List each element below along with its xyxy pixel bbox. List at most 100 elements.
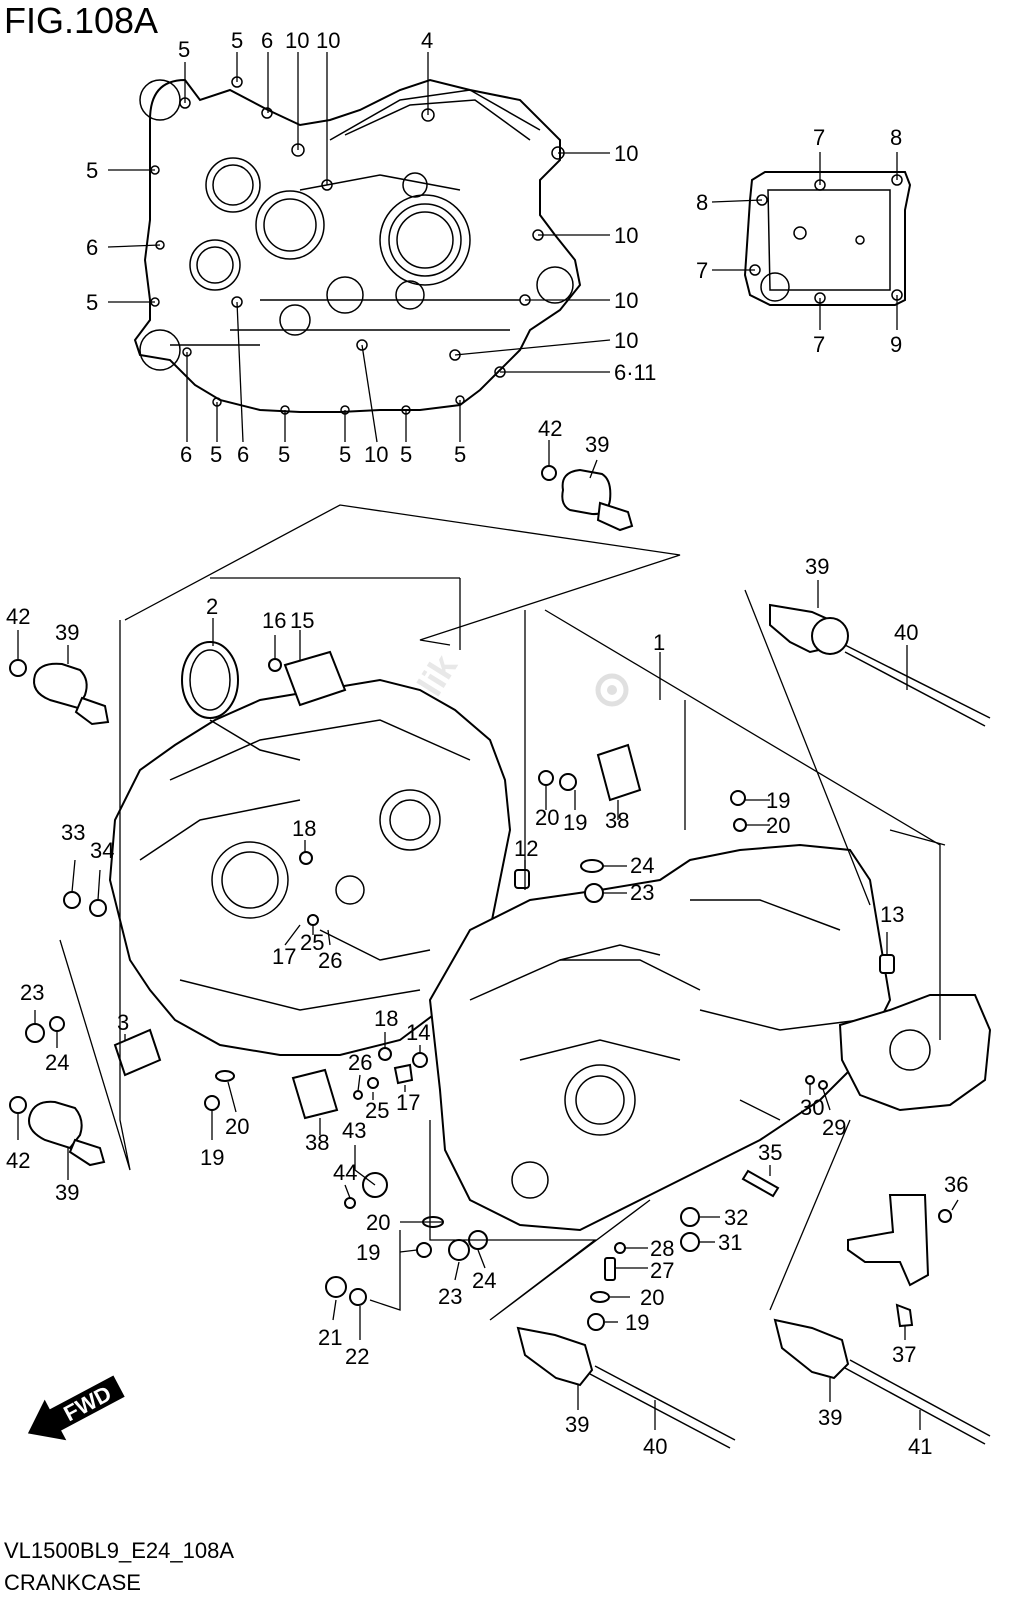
callout: 6 [180,442,192,467]
callout: 43 [342,1118,366,1143]
callout: 42 [6,1148,30,1173]
callout: 8 [696,190,708,215]
callout: 18 [374,1006,398,1031]
callout: 38 [605,808,629,833]
callout: 5 [454,442,466,467]
callout: 41 [908,1434,932,1459]
callout: 23 [20,980,44,1005]
callout: 5 [178,37,190,62]
callout: 13 [880,902,904,927]
callout: 10 [614,223,638,248]
callout: 42 [6,604,30,629]
callout: 26 [318,948,342,973]
callout: 26 [348,1050,372,1075]
callout: 24 [45,1050,69,1075]
callout: 35 [758,1140,782,1165]
callout: 20 [766,813,790,838]
callout: 40 [894,620,918,645]
callout: 7 [696,258,708,283]
callout: 4 [421,28,433,53]
callout: 34 [90,838,114,863]
callout: 6 [237,442,249,467]
callout: 20 [640,1285,664,1310]
callout: 5 [400,442,412,467]
cover-plate-top-right [743,171,912,306]
callout: 5 [278,442,290,467]
callout: 23 [438,1284,462,1309]
callout: 5 [86,158,98,183]
callout: 22 [345,1344,369,1369]
callout: 36 [944,1172,968,1197]
callout: 20 [225,1114,249,1139]
callout: 27 [650,1258,674,1283]
callout: 39 [818,1405,842,1430]
part-mounts [9,465,991,1449]
callout: 39 [585,432,609,457]
callout: 16 [262,608,286,633]
callout: 6·11 [614,360,656,385]
callout: 44 [333,1160,357,1185]
fwd-label: FWD [60,1381,116,1427]
callout: 39 [55,620,79,645]
callout: 42 [538,416,562,441]
callout: 10 [614,288,638,313]
callout: 15 [290,608,314,633]
callout: 37 [892,1342,916,1367]
callout-leaders [17,52,959,1430]
left-crankcase-half [108,678,512,1056]
watermark-gear-icon [595,673,629,707]
callout: 10 [614,141,638,166]
callout: 33 [61,820,85,845]
callout: 25 [365,1098,389,1123]
callout: 23 [630,880,654,905]
model-code: VL1500BL9_E24_108A [4,1538,234,1563]
callout: 6 [261,28,273,53]
callout: 2 [206,594,218,619]
callout: 40 [643,1434,667,1459]
callout: 19 [356,1240,380,1265]
callout: 19 [200,1145,224,1170]
callout: 3 [117,1010,129,1035]
callout: 5 [86,290,98,315]
assembly-guide-lines [59,504,946,1321]
callout: 5 [339,442,351,467]
callout: 20 [366,1210,390,1235]
section-name: CRANKCASE [4,1570,141,1595]
callout: 24 [472,1268,496,1293]
callout: 17 [396,1090,420,1115]
callout: 19 [766,788,790,813]
callout: 12 [514,836,538,861]
callout: 19 [563,810,587,835]
callout: 5 [210,442,222,467]
callout: 21 [318,1325,342,1350]
callout: 32 [724,1205,748,1230]
callout: 30 [800,1095,824,1120]
callout: 6 [86,235,98,260]
callout: 38 [305,1130,329,1155]
callout: 10 [364,442,388,467]
callout: 39 [55,1180,79,1205]
callout: 10 [285,28,309,53]
fwd-arrow-icon: FWD [27,1375,125,1441]
right-crankcase-half [428,843,992,1232]
callout: 1 [653,630,665,655]
callout: 8 [890,125,902,150]
callout: 14 [406,1020,430,1045]
callout: 7 [813,125,825,150]
callout: 20 [535,805,559,830]
callout: 39 [565,1412,589,1437]
crankcase-top-view [133,76,582,415]
callout: 29 [822,1115,846,1140]
callout: 31 [718,1230,742,1255]
callout: 10 [614,328,638,353]
callout: 5 [231,28,243,53]
callout-labels: 5 5 6 10 10 4 5 10 6 10 5 10 10 6·11 6 5… [6,28,968,1459]
callout: 17 [272,944,296,969]
callout: 39 [805,554,829,579]
callout: 28 [650,1236,674,1261]
callout: 9 [890,332,902,357]
callout: 25 [300,930,324,955]
callout: 19 [625,1310,649,1335]
